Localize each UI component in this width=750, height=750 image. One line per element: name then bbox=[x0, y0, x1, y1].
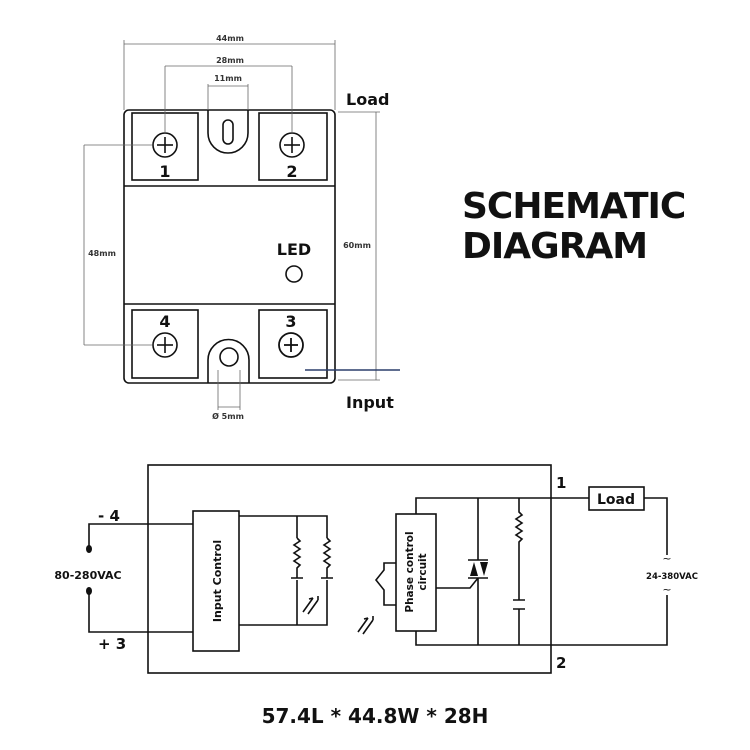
terminal-block-2 bbox=[258, 112, 328, 181]
load-box bbox=[588, 486, 645, 511]
input-minus-label: - 4 bbox=[98, 507, 120, 525]
dim-width: 44mm bbox=[216, 34, 244, 43]
phase-control-label-2: circuit bbox=[417, 553, 429, 590]
triac-bars bbox=[468, 559, 488, 579]
light-receive-arrow-icon bbox=[357, 616, 374, 635]
relay-body bbox=[123, 109, 336, 384]
input-control-label: Input Control bbox=[211, 540, 224, 622]
terminal-block-4 bbox=[131, 309, 199, 379]
load-box-label: Load bbox=[597, 492, 635, 508]
relay-top-view: 1 2 3 4 LED 44mm 28mm 11mm 48mm 60mm Ø 5… bbox=[83, 34, 400, 421]
resistor-icon bbox=[292, 537, 332, 578]
schematic: - 4 + 3 80-280VAC Input Control Phase co… bbox=[54, 464, 698, 674]
tilde-icon: ~ bbox=[662, 552, 671, 565]
phase-control-box bbox=[395, 513, 437, 632]
schematic-terminal-2: 2 bbox=[556, 654, 566, 672]
terminal-label-4: 4 bbox=[159, 312, 170, 331]
triac-icon bbox=[470, 562, 488, 576]
load-label: Load bbox=[346, 90, 389, 109]
dim-height: 60mm bbox=[343, 241, 371, 250]
light-emission-arrow-icon bbox=[302, 596, 319, 615]
tilde-icon: ~ bbox=[662, 583, 671, 596]
dim-vertical-spacing: 48mm bbox=[88, 249, 116, 258]
output-voltage-label: 24-380VAC bbox=[646, 572, 698, 582]
triac-wires bbox=[436, 498, 479, 645]
dim-slot: 11mm bbox=[214, 74, 242, 83]
title-line-2: DIAGRAM bbox=[462, 226, 647, 267]
terminal-label-3: 3 bbox=[285, 312, 296, 331]
schematic-terminal-1: 1 bbox=[556, 474, 566, 492]
mounting-slot bbox=[207, 110, 249, 154]
relay-boundary bbox=[147, 464, 552, 674]
phototransistor-icon bbox=[374, 562, 396, 606]
led-icon bbox=[285, 265, 303, 283]
dimensions-caption: 57.4L * 44.8W * 28H bbox=[262, 704, 489, 728]
title-line-1: SCHEMATIC bbox=[462, 186, 685, 227]
input-label: Input bbox=[346, 393, 394, 412]
mounting-hole-bracket bbox=[207, 338, 250, 383]
input-control-box bbox=[192, 510, 240, 652]
slot-icon bbox=[222, 119, 234, 145]
dim-terminal-spacing: 28mm bbox=[216, 56, 244, 65]
terminal-block-3 bbox=[258, 309, 328, 379]
snubber-rc-icon bbox=[513, 498, 525, 645]
input-plus-label: + 3 bbox=[98, 635, 126, 653]
led-wires bbox=[239, 515, 328, 626]
dimension-lines bbox=[83, 40, 380, 410]
input-voltage-label: 80-280VAC bbox=[54, 569, 121, 582]
led-label: LED bbox=[277, 240, 311, 259]
input-terminal-dot bbox=[86, 587, 92, 595]
mounting-hole-icon bbox=[219, 347, 239, 367]
dim-hole: Ø 5mm bbox=[212, 411, 244, 421]
input-terminal-dot bbox=[86, 545, 92, 553]
terminal-label-2: 2 bbox=[286, 162, 297, 181]
output-wires bbox=[415, 497, 668, 646]
input-wires bbox=[88, 523, 193, 633]
terminal-label-1: 1 bbox=[159, 162, 170, 181]
phase-control-label-1: Phase control bbox=[404, 531, 416, 612]
